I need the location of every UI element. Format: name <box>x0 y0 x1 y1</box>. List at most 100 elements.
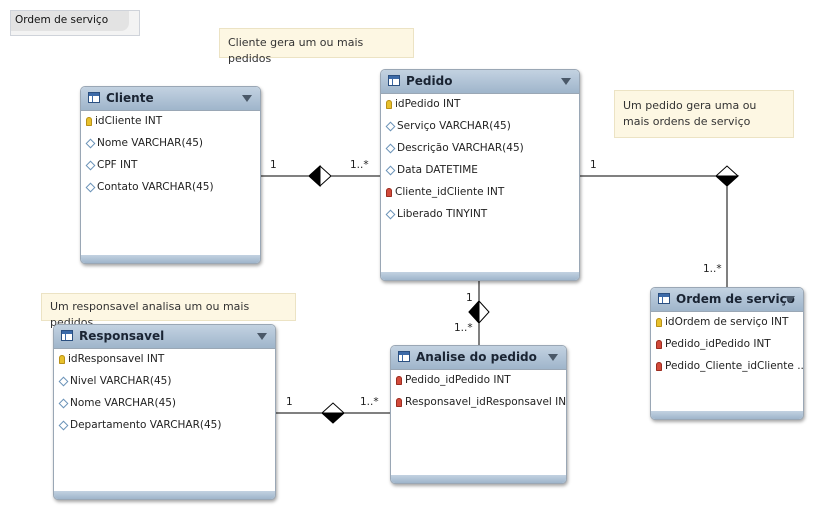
table-name: Responsavel <box>79 329 165 343</box>
foreign-key-icon <box>386 187 392 197</box>
attribute-icon <box>85 138 96 148</box>
column-name: Data DATETIME <box>397 164 478 176</box>
column-name: Responsavel_idResponsavel INT <box>405 396 567 408</box>
table-menu-icon[interactable] <box>242 95 252 102</box>
attribute-icon <box>385 143 396 153</box>
column-name: Nome VARCHAR(45) <box>97 137 204 149</box>
column-name: CPF INT <box>97 159 138 171</box>
column-name: Pedido_Cliente_idCliente ... <box>665 360 804 372</box>
card-pedido-ordem-one: 1 <box>590 159 597 171</box>
table-icon <box>388 75 400 86</box>
column-row[interactable]: idPedido INT <box>386 95 460 113</box>
table-footer <box>54 491 275 499</box>
table-menu-icon[interactable] <box>257 333 267 340</box>
attribute-icon <box>385 121 396 131</box>
attribute-icon <box>85 160 96 170</box>
column-name: Serviço VARCHAR(45) <box>397 120 511 132</box>
table-pedido[interactable]: Pedido idPedido INT Serviço VARCHAR(45) … <box>380 69 580 281</box>
column-name: Pedido_idPedido INT <box>405 374 511 386</box>
column-name: Pedido_idPedido INT <box>665 338 771 350</box>
column-row[interactable]: idCliente INT <box>86 112 162 130</box>
card-ordem-many: 1..* <box>703 263 722 275</box>
table-footer <box>391 475 566 483</box>
table-responsavel[interactable]: Responsavel idResponsavel INT Nivel VARC… <box>53 324 276 500</box>
table-cliente[interactable]: Cliente idCliente INT Nome VARCHAR(45) C… <box>80 86 261 264</box>
attribute-icon <box>58 420 69 430</box>
card-cliente-one: 1 <box>270 159 277 171</box>
foreign-key-icon <box>396 397 402 407</box>
column-row[interactable]: Nivel VARCHAR(45) <box>58 372 172 390</box>
table-header[interactable]: Analise do pedido <box>391 346 566 370</box>
column-name: idPedido INT <box>395 98 461 110</box>
primary-key-icon <box>386 99 392 109</box>
column-row[interactable]: idResponsavel INT <box>59 350 164 368</box>
column-row[interactable]: Liberado TINYINT <box>385 205 488 223</box>
column-row[interactable]: Serviço VARCHAR(45) <box>385 117 511 135</box>
attribute-icon <box>58 398 69 408</box>
foreign-key-icon <box>656 361 662 371</box>
note-pedido-ordem[interactable]: Um pedido gera uma ou mais ordens de ser… <box>614 90 794 138</box>
table-icon <box>61 330 73 341</box>
table-menu-icon[interactable] <box>785 296 795 303</box>
table-name: Analise do pedido <box>416 350 537 364</box>
table-icon <box>398 351 410 362</box>
table-name: Pedido <box>406 74 453 88</box>
column-row[interactable]: idOrdem de serviço INT <box>656 313 788 331</box>
column-row[interactable]: Contato VARCHAR(45) <box>85 178 214 196</box>
foreign-key-icon <box>396 375 402 385</box>
diagram-tab-label: Ordem de serviço <box>11 11 129 31</box>
column-row[interactable]: Pedido_Cliente_idCliente ... <box>656 357 804 375</box>
card-pedido-analise-one: 1 <box>466 292 473 304</box>
column-row[interactable]: Nome VARCHAR(45) <box>58 394 177 412</box>
column-row[interactable]: Pedido_idPedido INT <box>656 335 771 353</box>
foreign-key-icon <box>656 339 662 349</box>
table-header[interactable]: Responsavel <box>54 325 275 349</box>
table-footer <box>381 272 579 280</box>
table-icon <box>88 92 100 103</box>
primary-key-icon <box>86 116 92 126</box>
table-name: Cliente <box>106 91 154 105</box>
column-name: Cliente_idCliente INT <box>395 186 505 198</box>
column-name: Departamento VARCHAR(45) <box>70 419 222 431</box>
note-responsavel[interactable]: Um responsavel analisa um ou mais pedido… <box>41 293 296 329</box>
card-analise-resp-many: 1..* <box>360 396 379 408</box>
column-row[interactable]: Data DATETIME <box>385 161 478 179</box>
table-menu-icon[interactable] <box>548 354 558 361</box>
table-footer <box>651 411 803 419</box>
column-name: idOrdem de serviço INT <box>665 316 789 328</box>
attribute-icon <box>385 165 396 175</box>
attribute-icon <box>58 376 69 386</box>
column-name: Nome VARCHAR(45) <box>70 397 177 409</box>
column-row[interactable]: Pedido_idPedido INT <box>396 371 511 389</box>
column-row[interactable]: Nome VARCHAR(45) <box>85 134 204 152</box>
column-name: Descrição VARCHAR(45) <box>397 142 524 154</box>
attribute-icon <box>385 209 396 219</box>
primary-key-icon <box>59 354 65 364</box>
table-menu-icon[interactable] <box>561 78 571 85</box>
table-ordem-de-servico[interactable]: Ordem de serviço idOrdem de serviço INT … <box>650 287 804 420</box>
column-name: idCliente INT <box>95 115 163 127</box>
column-name: Liberado TINYINT <box>397 208 488 220</box>
diagram-tab[interactable]: Ordem de serviço <box>10 10 140 36</box>
column-row[interactable]: Responsavel_idResponsavel INT <box>396 393 567 411</box>
table-header[interactable]: Cliente <box>81 87 260 111</box>
table-footer <box>81 255 260 263</box>
column-row[interactable]: Departamento VARCHAR(45) <box>58 416 222 434</box>
column-row[interactable]: CPF INT <box>85 156 138 174</box>
column-name: Nivel VARCHAR(45) <box>70 375 172 387</box>
column-row[interactable]: Descrição VARCHAR(45) <box>385 139 524 157</box>
table-icon <box>658 293 670 304</box>
table-header[interactable]: Ordem de serviço <box>651 288 803 312</box>
column-name: idResponsavel INT <box>68 353 165 365</box>
attribute-icon <box>85 182 96 192</box>
note-cliente-pedido[interactable]: Cliente gera um ou mais pedidos <box>219 28 414 65</box>
card-responsavel-one: 1 <box>286 396 293 408</box>
table-name: Ordem de serviço <box>676 292 795 306</box>
card-pedido-many: 1..* <box>350 159 369 171</box>
column-name: Contato VARCHAR(45) <box>97 181 214 193</box>
table-header[interactable]: Pedido <box>381 70 579 94</box>
column-row[interactable]: Cliente_idCliente INT <box>386 183 504 201</box>
table-analise-do-pedido[interactable]: Analise do pedido Pedido_idPedido INT Re… <box>390 345 567 484</box>
card-analise-many: 1..* <box>454 322 473 334</box>
